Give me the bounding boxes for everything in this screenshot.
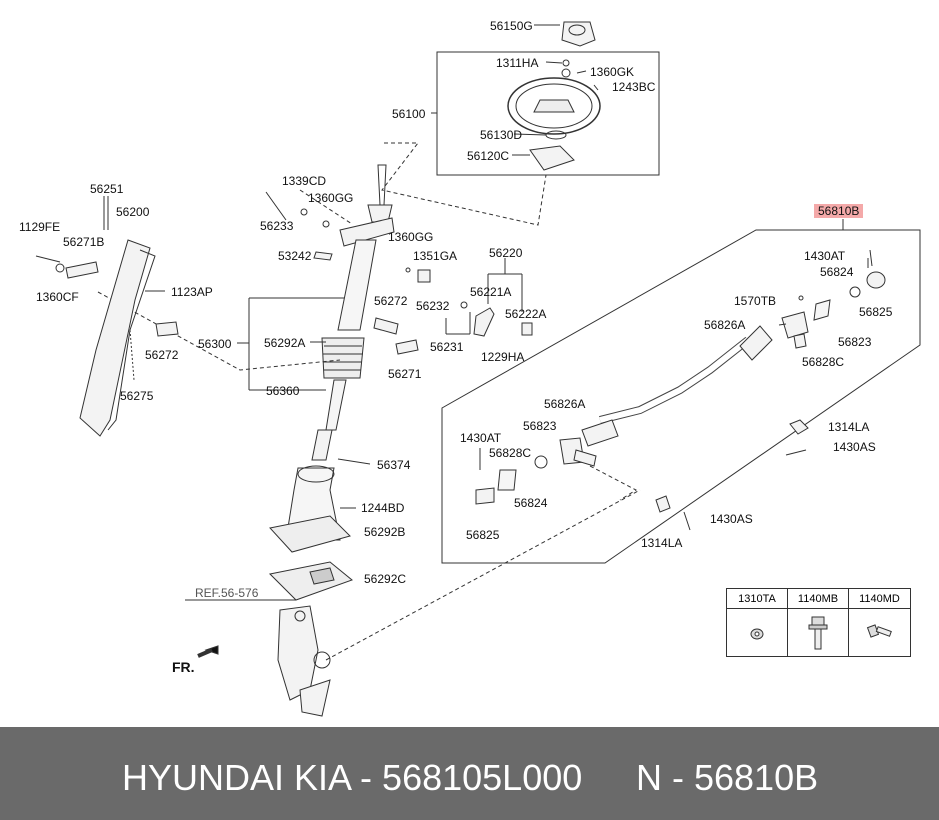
part-label-1244bd: 1244BD xyxy=(361,501,405,515)
pedal-bracket-group xyxy=(35,196,179,437)
part-label-1360gg-a: 1360GG xyxy=(308,191,354,205)
part-label-1129fe: 1129FE xyxy=(19,220,61,234)
bolt-icon xyxy=(849,609,910,656)
part-label-56826a-b: 56826A xyxy=(544,397,586,411)
part-label-56300: 56300 xyxy=(198,337,232,351)
part-label-56828c-a: 56828C xyxy=(802,355,845,369)
part-label-56374: 56374 xyxy=(377,458,411,472)
part-label-1360gk: 1360GK xyxy=(590,65,635,79)
diagram-part-number: N - 56810B xyxy=(636,757,819,798)
part-label-1351ga: 1351GA xyxy=(413,249,458,263)
part-number-banner: HYUNDAI KIA - 568105L000 N - 56810B xyxy=(0,727,939,820)
small-parts-center xyxy=(265,191,533,509)
part-label-56272-b: 56272 xyxy=(374,294,408,308)
part-label-56200: 56200 xyxy=(116,205,150,219)
part-label-1570tb: 1570TB xyxy=(734,294,777,308)
part-label-56823-b: 56823 xyxy=(523,419,557,433)
part-label-53242: 53242 xyxy=(278,249,312,263)
part-label-56823-a: 56823 xyxy=(838,335,872,349)
part-label-56251: 56251 xyxy=(90,182,124,196)
flange-bolt-icon xyxy=(788,609,849,656)
part-label-1360cf: 1360CF xyxy=(36,290,79,304)
part-label-56360: 56360 xyxy=(266,384,300,398)
part-label-56292b: 56292B xyxy=(364,525,406,539)
nut-icon xyxy=(727,609,788,656)
part-label-56292a: 56292A xyxy=(264,336,306,350)
part-label-56292c: 56292C xyxy=(364,572,407,586)
part-label-56828c-b: 56828C xyxy=(489,446,532,460)
part-label-56826a-a: 56826A xyxy=(704,318,746,332)
part-label-56221a: 56221A xyxy=(470,285,512,299)
steering-wheel-group xyxy=(381,21,660,226)
shift-boot-group xyxy=(268,465,354,601)
part-label-56824-a: 56824 xyxy=(820,265,854,279)
part-label-56810b-highlighted: 56810B xyxy=(814,204,864,218)
part-label-1430at-a: 1430AT xyxy=(804,249,846,263)
part-label-56150g: 56150G xyxy=(490,19,533,33)
part-label-56220: 56220 xyxy=(489,246,523,260)
part-label-56825-a: 56825 xyxy=(859,305,893,319)
part-label-56233: 56233 xyxy=(260,219,294,233)
front-direction-label: FR. xyxy=(172,659,195,675)
shift-cable-group xyxy=(441,219,921,564)
part-label-1123ap: 1123AP xyxy=(171,285,213,299)
part-label-56271b: 56271B xyxy=(63,235,105,249)
part-label-56232: 56232 xyxy=(416,299,450,313)
part-label-56275: 56275 xyxy=(120,389,154,403)
steering-column-group xyxy=(97,164,395,461)
part-label-56231: 56231 xyxy=(430,340,464,354)
part-label-56222a: 56222A xyxy=(505,307,547,321)
fasteners-table: 1310TA 1140MB 1140MD xyxy=(726,588,911,657)
part-label-1243bc: 1243BC xyxy=(612,80,656,94)
part-label-56271: 56271 xyxy=(388,367,422,381)
parts-diagram xyxy=(35,21,921,717)
part-label-1229ha: 1229HA xyxy=(481,350,525,364)
brand-part-number: HYUNDAI KIA - 568105L000 xyxy=(122,757,583,798)
part-label-56120c: 56120C xyxy=(467,149,510,163)
part-label-56825-b: 56825 xyxy=(466,528,500,542)
part-label-56824-b: 56824 xyxy=(514,496,548,510)
shift-lever-base xyxy=(185,489,641,717)
part-label-56130d: 56130D xyxy=(480,128,523,142)
part-label-1430as-b: 1430AS xyxy=(710,512,753,526)
part-label-1360gg-b: 1360GG xyxy=(388,230,434,244)
part-label-1430at-b: 1430AT xyxy=(460,431,502,445)
part-label-1314la-a: 1314LA xyxy=(828,420,870,434)
part-label-1339cd: 1339CD xyxy=(282,174,327,188)
part-label-ref: REF.56-576 xyxy=(195,586,259,600)
part-label-1314la-b: 1314LA xyxy=(641,536,683,550)
fastener-header-1: 1310TA xyxy=(727,589,788,609)
part-label-56100: 56100 xyxy=(392,107,426,121)
part-label-1430as-a: 1430AS xyxy=(833,440,876,454)
part-label-56272-a: 56272 xyxy=(145,348,179,362)
fastener-header-2: 1140MB xyxy=(788,589,849,609)
part-label-1311ha: 1311HA xyxy=(496,56,539,70)
fastener-header-3: 1140MD xyxy=(849,589,910,609)
